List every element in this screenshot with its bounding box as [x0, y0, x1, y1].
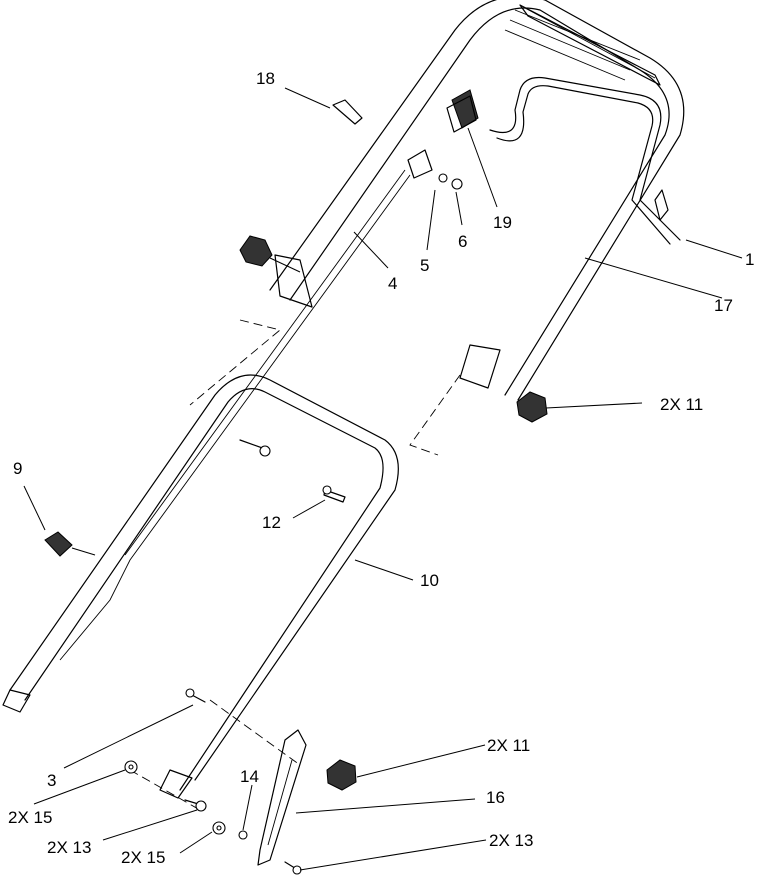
- callout-15-top: 2X 15: [8, 808, 52, 827]
- knob-upper-left: [239, 235, 301, 273]
- bolt-12: [322, 485, 346, 503]
- alignment-lines: [129, 319, 461, 811]
- washer-14: [238, 830, 248, 840]
- upper-handle: [269, 0, 685, 401]
- control-bail: [489, 76, 681, 245]
- bolt-upper: [239, 439, 271, 457]
- callout-9: 9: [13, 459, 22, 478]
- callout-1: 1: [745, 250, 754, 269]
- knob-lower: [326, 759, 357, 791]
- callout-16: 16: [486, 788, 505, 807]
- pin-18: [332, 99, 363, 125]
- callout-17: 17: [714, 296, 733, 315]
- lower-handle: [2, 374, 399, 799]
- control-cable: [59, 174, 411, 661]
- cable-guide: [407, 149, 463, 190]
- callout-12: 12: [262, 513, 281, 532]
- callout-13-right: 2X 13: [489, 831, 533, 850]
- callout-18: 18: [256, 69, 275, 88]
- callout-13-left: 2X 13: [47, 838, 91, 857]
- callout-5: 5: [420, 256, 429, 275]
- callout-14: 14: [240, 767, 259, 786]
- callouts: 18 19 5 6 4 1 17 2X 11 9 12 10 2X 11 3 1…: [8, 69, 754, 867]
- callout-15-bottom: 2X 15: [121, 848, 165, 867]
- callout-4: 4: [388, 274, 397, 293]
- washer-15-top: [124, 760, 138, 774]
- callout-19: 19: [493, 213, 512, 232]
- bracket-16: [257, 729, 307, 866]
- callout-11-upper: 2X 11: [660, 395, 703, 414]
- callout-3: 3: [47, 771, 56, 790]
- cable-clip-9: [44, 531, 96, 557]
- leader-lines: [23, 87, 743, 871]
- knob-upper-right: [516, 391, 548, 423]
- washer-15-bottom: [212, 821, 226, 835]
- callout-11-lower: 2X 11: [487, 736, 530, 755]
- callout-10: 10: [420, 571, 439, 590]
- bolt-3: [185, 688, 206, 703]
- bolt-13-left: [184, 799, 207, 812]
- callout-6: 6: [458, 232, 467, 251]
- control-bracket: [446, 89, 479, 133]
- bolt-13-right: [284, 861, 302, 875]
